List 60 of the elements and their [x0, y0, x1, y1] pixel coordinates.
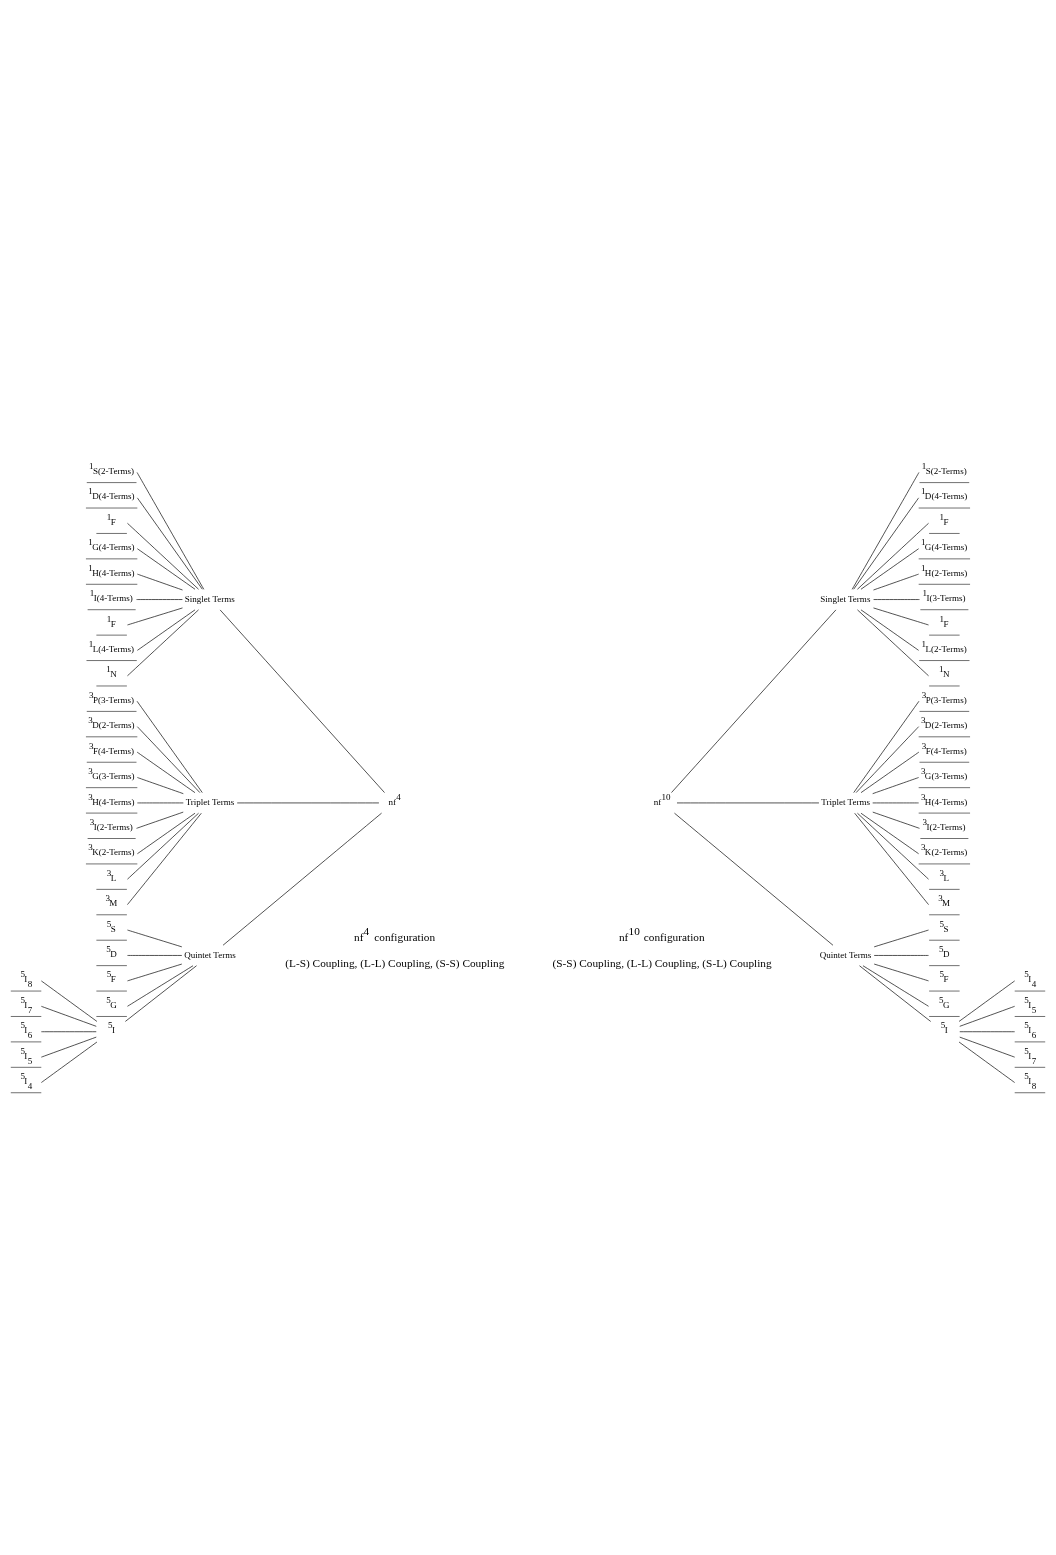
connector — [137, 777, 184, 794]
connector — [860, 812, 919, 855]
connector — [873, 599, 920, 600]
connector — [137, 497, 203, 590]
connector — [853, 700, 920, 793]
connector — [125, 965, 197, 1022]
connector — [857, 609, 929, 677]
connector — [872, 777, 919, 794]
connector — [136, 472, 205, 590]
connector — [860, 609, 919, 651]
connector — [851, 472, 920, 590]
connector — [137, 573, 183, 591]
connector — [137, 548, 196, 590]
connector — [854, 812, 929, 905]
connector — [136, 811, 184, 829]
label: (S-S) Coupling, (L-L) Coupling, (S-L) Coupling — [552, 956, 772, 969]
connector — [127, 965, 194, 1007]
connector — [137, 609, 196, 651]
node-text: Singlet Terms — [820, 593, 871, 604]
connector — [959, 1036, 1016, 1058]
connector — [958, 1041, 1016, 1083]
node-text: Quintet Terms — [184, 949, 236, 960]
connector — [40, 1041, 98, 1083]
connector — [222, 812, 382, 946]
connector — [127, 812, 202, 905]
connector — [857, 522, 929, 590]
connector — [857, 812, 929, 880]
connector — [873, 607, 929, 626]
node-text: Quintet Terms — [819, 949, 872, 960]
connector — [127, 812, 199, 880]
node-text: Triplet Terms — [821, 797, 870, 808]
connector — [859, 965, 932, 1022]
connector — [873, 929, 929, 948]
connector — [137, 812, 196, 855]
connector — [855, 726, 919, 793]
connector — [671, 609, 837, 793]
connector — [959, 1005, 1016, 1027]
connector — [219, 609, 385, 793]
connector — [127, 929, 183, 948]
connector — [860, 548, 919, 590]
connector — [958, 980, 1016, 1022]
node-text: Singlet Terms — [184, 593, 235, 604]
connector — [853, 497, 919, 590]
connector — [40, 1036, 97, 1058]
connector — [674, 812, 834, 946]
connector — [136, 700, 203, 793]
connector — [872, 811, 920, 829]
connector — [127, 609, 199, 677]
label: (L-S) Coupling, (L-L) Coupling, (S-S) Coupling — [285, 956, 505, 969]
connector — [873, 573, 919, 591]
connector — [862, 965, 929, 1007]
connector — [40, 1005, 97, 1027]
connector — [136, 599, 183, 600]
connector — [860, 751, 920, 793]
connector — [137, 726, 201, 793]
connector — [127, 607, 183, 626]
connector — [127, 522, 199, 590]
connector — [136, 751, 196, 793]
connector — [40, 980, 98, 1022]
node-text: Triplet Terms — [185, 797, 235, 808]
